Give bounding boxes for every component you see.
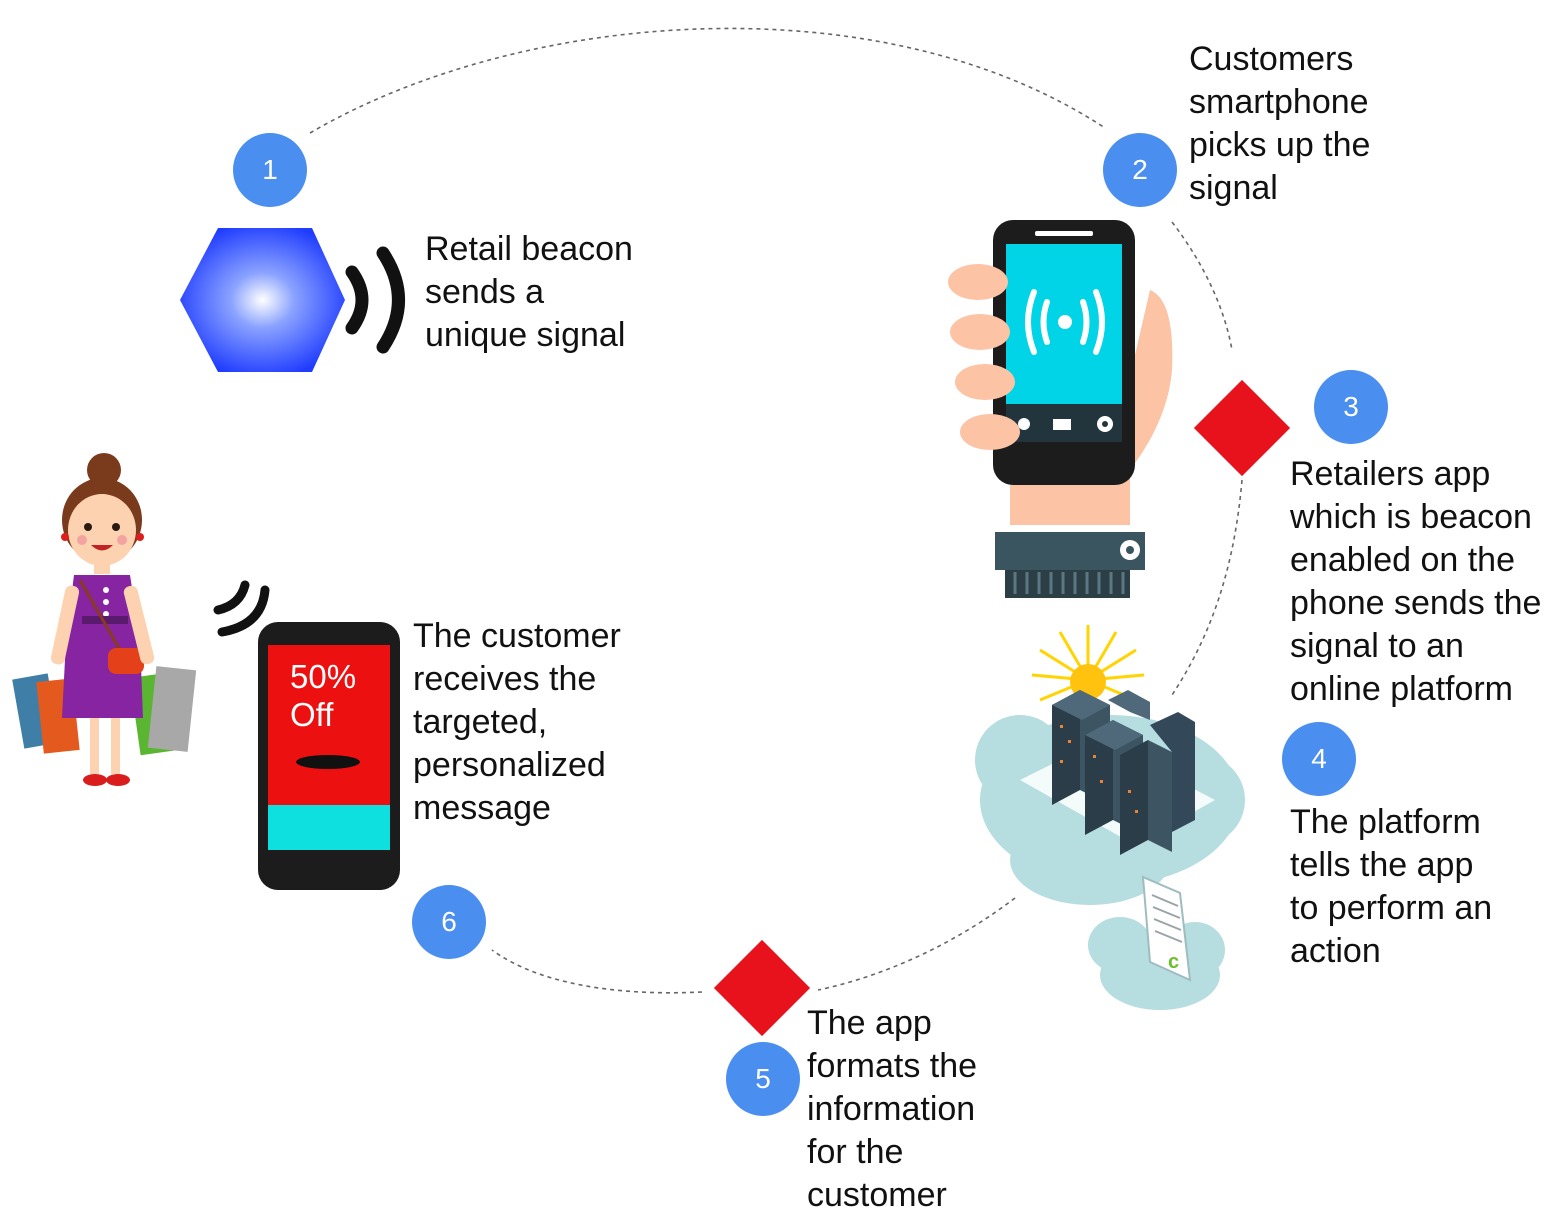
- step-4-line: to perform an: [1290, 889, 1493, 927]
- step-label-3: Retailers app which is beacon enabled on…: [1290, 453, 1541, 711]
- step-badge-3: 3: [1314, 370, 1388, 444]
- diamond-marker-icon: [1193, 379, 1291, 477]
- diamond-marker-icon: [713, 939, 811, 1037]
- step-3-line: Retailers app: [1290, 455, 1491, 493]
- offer-text: 50% Off: [290, 658, 356, 734]
- offer-off: Off: [290, 696, 334, 733]
- step-badge-5: 5: [726, 1042, 800, 1116]
- step-badge-4: 4: [1282, 722, 1356, 796]
- step-label-2: Customers smartphone picks up the signal: [1189, 38, 1370, 210]
- svg-text:c: c: [1168, 951, 1179, 973]
- step-3-line: which is beacon: [1290, 498, 1532, 536]
- step-5-line: customer: [807, 1176, 947, 1214]
- offer-percent: 50%: [290, 658, 357, 695]
- step-label-5: The app formats the information for the …: [807, 1002, 977, 1217]
- step-5-line: The app: [807, 1004, 932, 1042]
- step-1-line: sends a: [425, 273, 545, 311]
- step-4-line: action: [1290, 932, 1381, 970]
- step-6-line: personalized: [413, 746, 606, 784]
- step-badge-1: 1: [233, 133, 307, 207]
- step-2-line: smartphone: [1189, 83, 1369, 121]
- step-3-line: enabled on the: [1290, 541, 1515, 579]
- step-5-line: for the: [807, 1133, 904, 1171]
- step-2-line: signal: [1189, 169, 1278, 207]
- step-1-line: unique signal: [425, 316, 626, 354]
- signal-waves-icon: [213, 580, 270, 637]
- signal-waves-icon: [345, 246, 405, 354]
- step-3-line: signal to an: [1290, 627, 1464, 665]
- step-label-1: Retail beacon sends a unique signal: [425, 228, 633, 357]
- step-6-line: message: [413, 789, 551, 827]
- sun-icon: [1031, 625, 1145, 702]
- cloud-server-icon: [975, 690, 1245, 1010]
- step-3-line: online platform: [1290, 670, 1514, 708]
- step-6-line: receives the: [413, 660, 597, 698]
- step-5-line: formats the: [807, 1047, 978, 1085]
- step-label-6: The customer receives the targeted, pers…: [413, 615, 621, 830]
- router-device-icon: [995, 532, 1145, 598]
- shopper-woman-icon: [12, 453, 197, 786]
- step-2-line: picks up the: [1189, 126, 1371, 164]
- step-4-line: The platform: [1290, 803, 1481, 841]
- beacon-hexagon-icon: [180, 228, 345, 372]
- step-label-4: The platform tells the app to perform an…: [1290, 801, 1492, 973]
- step-3-line: phone sends the: [1290, 584, 1542, 622]
- step-badge-6: 6: [412, 885, 486, 959]
- offer-phone-icon: [258, 622, 400, 890]
- hand-phone-icon: [948, 220, 1173, 525]
- step-4-line: tells the app: [1290, 846, 1474, 884]
- cycle-dashed-path: [309, 27, 1243, 994]
- step-badge-2: 2: [1103, 133, 1177, 207]
- step-6-line: targeted,: [413, 703, 548, 741]
- step-1-line: Retail beacon: [425, 230, 633, 268]
- document-icon: c: [1141, 875, 1192, 982]
- step-5-line: information: [807, 1090, 976, 1128]
- step-6-line: The customer: [413, 617, 621, 655]
- step-2-line: Customers: [1189, 40, 1354, 78]
